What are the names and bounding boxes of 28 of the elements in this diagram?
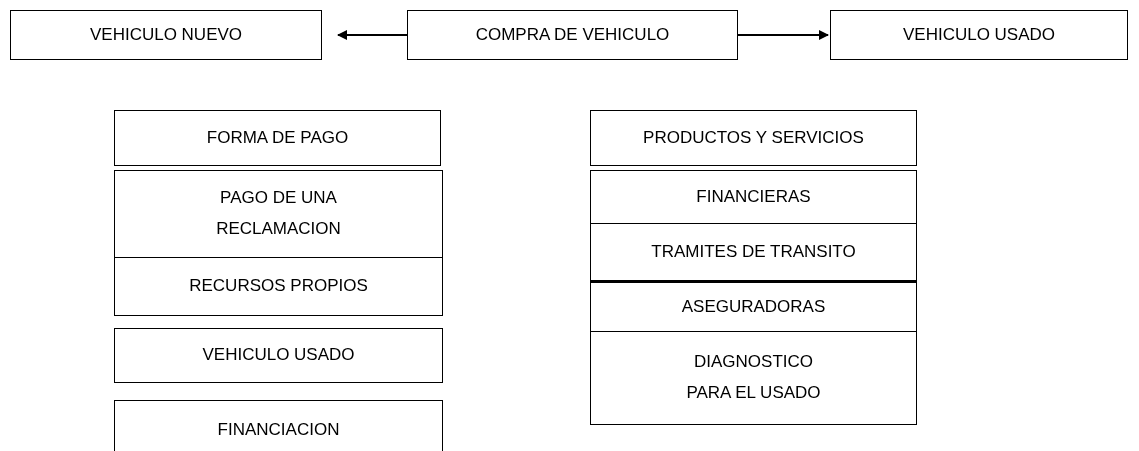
box-label: ASEGURADORAS <box>681 295 826 318</box>
box-label: VEHICULO USADO <box>902 23 1056 46</box>
process-box <box>114 170 443 258</box>
arrow <box>737 30 829 40</box>
box-label: COMPRA DE VEHICULO <box>475 23 670 46</box>
process-box <box>10 10 322 60</box>
process-box <box>114 110 441 166</box>
process-box <box>114 257 443 316</box>
box-label: DIAGNOSTICO PARA EL USADO <box>685 351 822 404</box>
box-label: VEHICULO USADO <box>202 344 355 367</box>
arrow <box>337 30 408 40</box>
process-box <box>114 328 443 383</box>
box-label: TRAMITES DE TRANSITO <box>651 240 856 263</box>
box-label: RECURSOS PROPIOS <box>189 275 368 298</box>
box-label: FINANCIERAS <box>696 185 811 208</box>
process-box <box>114 400 443 451</box>
box-label: PAGO DE UNA RECLAMACION <box>215 187 342 240</box>
process-box <box>590 331 917 425</box>
box-label: FINANCIACION <box>217 418 340 441</box>
process-box <box>590 170 917 224</box>
box-label: FORMA DE PAGO <box>206 126 349 149</box>
process-box <box>590 223 917 283</box>
process-box <box>830 10 1128 60</box>
process-box <box>590 282 917 332</box>
box-label: PRODUCTOS Y SERVICIOS <box>643 126 864 149</box>
process-box <box>590 110 917 166</box>
process-box <box>407 10 738 60</box>
box-label: VEHICULO NUEVO <box>89 23 243 46</box>
